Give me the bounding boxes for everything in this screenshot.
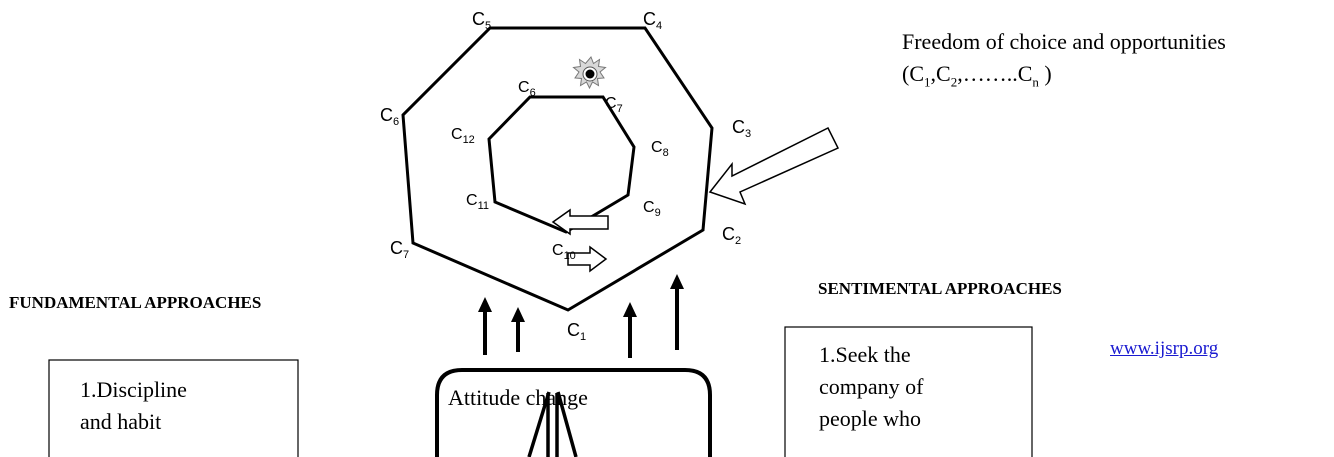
- freedom-text: Freedom of choice and opportunities (C1,…: [902, 26, 1226, 98]
- right-box-line-2: company of: [819, 374, 924, 399]
- attitude-stems: [527, 391, 578, 457]
- outer-polygon: [401, 26, 714, 312]
- inner-label-c10: C10: [552, 242, 576, 262]
- left-box-line-1: 1.Discipline: [80, 377, 187, 402]
- right-arrow-small: [567, 245, 608, 273]
- fundamental-heading: FUNDAMENTAL APPROACHES: [9, 293, 262, 312]
- left-box-line-2: and habit: [80, 409, 162, 434]
- right-box: [784, 326, 1033, 457]
- upward-arrows: [478, 274, 684, 358]
- outer-label-c2: C2: [722, 224, 741, 247]
- ijsrp-link[interactable]: www.ijsrp.org: [1110, 338, 1219, 359]
- inner-label-c8: C8: [651, 139, 669, 159]
- inner-label-c7: C7: [605, 95, 623, 115]
- outer-label-c1: C1: [567, 320, 586, 343]
- attitude-change-brace: [435, 368, 712, 457]
- inner-label-c9: C9: [643, 199, 661, 219]
- hollow-arrow-into-polygon: [708, 126, 840, 206]
- right-box-text: 1.Seek the company of people who: [819, 339, 923, 435]
- right-box-line-1: 1.Seek the: [819, 342, 911, 367]
- freedom-line-1: Freedom of choice and opportunities: [902, 29, 1226, 54]
- right-box-line-3: people who: [819, 406, 922, 431]
- outer-label-c4: C4: [643, 9, 662, 32]
- left-box-text: 1.Discipline and habit: [80, 374, 187, 438]
- inner-label-c6: C6: [518, 79, 536, 99]
- inner-label-c11: C11: [466, 192, 489, 212]
- outer-label-c5: C5: [472, 9, 491, 32]
- sentimental-heading: SENTIMENTAL APPROACHES: [818, 279, 1062, 298]
- inner-label-c12: C12: [451, 126, 475, 146]
- freedom-line-2: (C1,C2,……..Cn ): [902, 61, 1052, 90]
- outer-label-c3: C3: [732, 117, 751, 140]
- left-box: [48, 359, 299, 457]
- gear-icon: [572, 56, 607, 90]
- left-arrow-small: [551, 208, 609, 236]
- attitude-change-label: Attitude change: [448, 385, 588, 410]
- inner-polygon: [487, 95, 636, 234]
- outer-label-c7: C7: [390, 238, 409, 261]
- outer-label-c6: C6: [380, 105, 399, 128]
